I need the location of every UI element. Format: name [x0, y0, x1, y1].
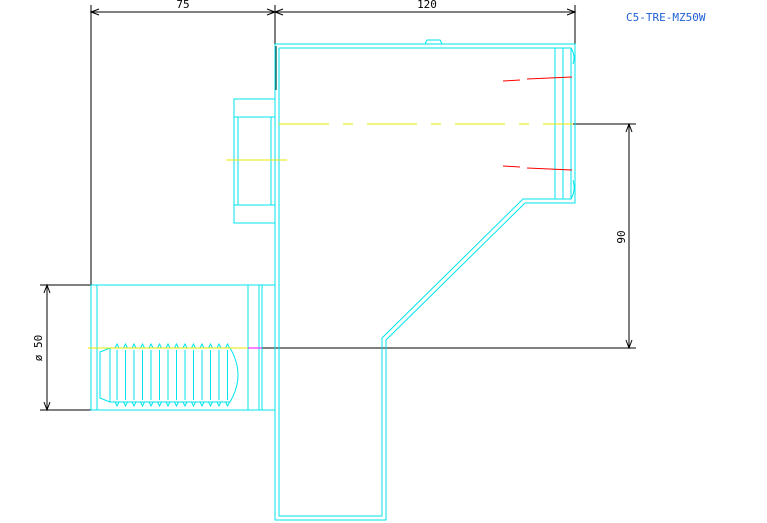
- part-code-title: C5-TRE-MZ50W: [626, 11, 706, 24]
- dimension-label-diameter: ø 50: [32, 335, 45, 362]
- thread-ridge: [182, 342, 188, 408]
- thread-ridge: [199, 342, 205, 408]
- dimension-label-75: 75: [176, 0, 189, 11]
- lip-curve-bottom: [570, 179, 575, 200]
- arrow-90-bottom: [625, 339, 633, 350]
- body-outline: [274, 43, 576, 521]
- thread-ridge: [123, 342, 128, 408]
- lip-curve-top: [570, 47, 575, 65]
- arrow-90-top: [625, 122, 633, 133]
- thread-ridge: [225, 342, 230, 408]
- red-hole-mark-2b: [526, 167, 573, 171]
- red-hole-mark-2a: [502, 165, 521, 168]
- center-lines: [88, 76, 573, 349]
- dimension-lines: [40, 5, 636, 412]
- thread-ridge: [191, 342, 196, 408]
- top-nub: [424, 39, 443, 45]
- thread-ridge: [208, 342, 213, 408]
- arrow-diameter-bottom: [43, 401, 51, 412]
- arrow-top-mid-right: [273, 8, 284, 16]
- thread-start: [99, 347, 111, 403]
- thread-ridges: [114, 342, 230, 408]
- arrow-top-left: [89, 8, 100, 16]
- front-lip: [570, 47, 575, 200]
- red-hole-mark-1a: [502, 79, 521, 82]
- thread-ridge: [157, 342, 162, 408]
- boss-block: [233, 98, 276, 224]
- thread-ridge: [174, 342, 179, 408]
- arrow-diameter-top: [43, 283, 51, 294]
- thread-ridge: [165, 342, 171, 408]
- boss-block-inner: [237, 116, 272, 206]
- thread-ridge: [148, 342, 154, 408]
- arrow-top-right: [566, 8, 577, 16]
- thread-ridge: [216, 342, 222, 408]
- thread-ridge: [140, 342, 145, 408]
- dimension-label-120: 120: [417, 0, 437, 11]
- red-hole-mark-1b: [526, 76, 573, 80]
- dimension-label-90: 90: [615, 230, 628, 243]
- body-inner-outline: [278, 47, 572, 517]
- thread-ridge: [114, 342, 120, 408]
- thread-ridge: [131, 342, 137, 408]
- part-outline: [90, 39, 576, 521]
